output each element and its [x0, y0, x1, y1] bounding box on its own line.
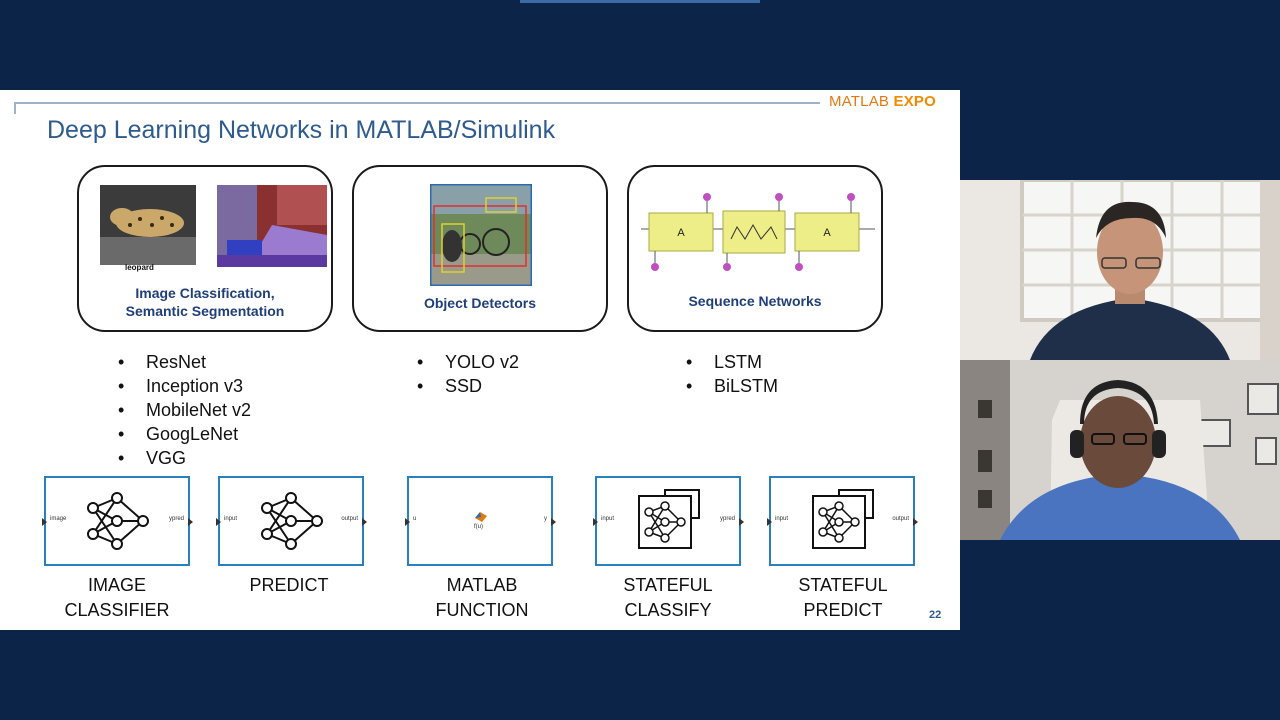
function-label: f(u)	[474, 524, 483, 530]
header-rule-tick	[14, 102, 16, 114]
neural-network-icon	[87, 492, 149, 550]
recurrent-network-icon	[638, 489, 700, 549]
port-label: input	[601, 516, 615, 522]
port-label: ypred	[168, 516, 184, 522]
list-item: BiLSTM	[686, 374, 778, 398]
detector-network-list: YOLO v2 SSD	[417, 350, 519, 398]
port-label: u	[413, 516, 417, 522]
participant-video-2[interactable]	[960, 360, 1280, 540]
port-label: y	[544, 516, 547, 522]
sequence-network-list: LSTM BiLSTM	[686, 350, 778, 398]
segmentation-image	[217, 185, 327, 267]
matlab-function-block: u y f(u)	[405, 476, 556, 566]
participant-video-feed	[960, 360, 1280, 540]
participant-video-feed	[960, 180, 1280, 360]
list-item: MobileNet v2	[118, 398, 251, 422]
port-label: ypred	[719, 516, 735, 522]
recurrent-network-icon	[812, 489, 874, 549]
list-item: SSD	[417, 374, 519, 398]
list-item: Inception v3	[118, 374, 251, 398]
port-label: image	[50, 516, 67, 522]
stateful-classify-block: input ypred	[593, 476, 744, 566]
lstm-diagram: A A	[641, 193, 875, 271]
category-object-detectors: Object Detectors	[352, 165, 608, 332]
top-indicator-bar	[520, 0, 760, 3]
leopard-image	[100, 185, 196, 265]
category-label: Sequence Networks	[688, 293, 822, 309]
neural-network-icon	[261, 492, 323, 550]
category-label: Object Detectors	[423, 295, 537, 311]
port-label: input	[224, 516, 238, 522]
list-item: VGG	[118, 446, 251, 470]
svg-text:A: A	[823, 227, 831, 239]
list-item: YOLO v2	[417, 350, 519, 374]
image-classifier-block: image ypred	[42, 476, 193, 566]
port-label: input	[775, 516, 789, 522]
list-item: GoogLeNet	[118, 422, 251, 446]
matlab-expo-logo: MATLAB EXPO	[829, 93, 936, 110]
object-detection-image	[430, 184, 532, 286]
slide-title: Deep Learning Networks in MATLAB/Simulin…	[47, 116, 556, 144]
matlab-logo-icon	[475, 512, 487, 522]
shared-slide: MATLAB EXPO Deep Learning Networks in MA…	[0, 90, 960, 630]
classification-network-list: ResNet Inception v3 MobileNet v2 GoogLeN…	[118, 350, 251, 470]
participant-video-1[interactable]	[960, 180, 1280, 360]
header-rule	[14, 102, 820, 104]
leopard-caption: leopard	[125, 263, 154, 272]
predict-block: input output	[216, 476, 367, 566]
block-label: PREDICT	[249, 575, 329, 595]
stateful-predict-block: input output	[767, 476, 918, 566]
list-item: LSTM	[686, 350, 778, 374]
category-image-classification: leopard Image Classification, Semantic S…	[77, 165, 333, 332]
page-number: 22	[929, 609, 942, 621]
category-sequence-networks: A A Sequence Networks	[627, 165, 883, 332]
port-label: output	[341, 516, 358, 522]
svg-text:A: A	[677, 227, 685, 239]
list-item: ResNet	[118, 350, 251, 374]
port-label: output	[892, 516, 909, 522]
category-label: Image Classification, Semantic Segmentat…	[125, 285, 285, 319]
